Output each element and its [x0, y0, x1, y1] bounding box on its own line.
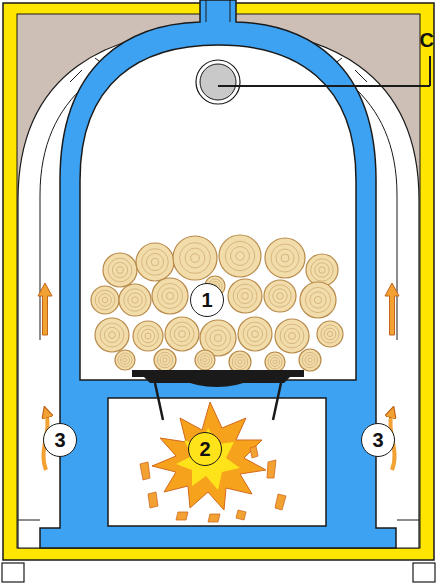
log: [228, 279, 262, 313]
log: [265, 352, 285, 372]
log: [136, 243, 174, 281]
log: [133, 321, 163, 351]
callout-circle: 2: [188, 432, 222, 466]
flame-core: [176, 428, 240, 490]
callout-number: 2: [199, 439, 210, 459]
log: [300, 282, 336, 318]
log: [229, 351, 251, 373]
callout-circle: 3: [361, 423, 395, 457]
log: [306, 254, 338, 286]
callout-number: 3: [372, 430, 383, 450]
log: [119, 284, 151, 316]
log: [173, 236, 217, 280]
log: [219, 235, 261, 277]
flame: [152, 402, 266, 510]
callout-circle: 1: [190, 283, 224, 317]
log: [317, 321, 343, 347]
chimney: [206, 0, 230, 22]
callout-letter: C: [420, 30, 434, 50]
nozzle: [176, 378, 258, 387]
log: [275, 319, 309, 353]
log: [265, 238, 305, 278]
log: [165, 317, 199, 351]
nozzle-wall: [155, 383, 281, 420]
callout-number: 3: [54, 430, 65, 450]
callout-number: 1: [201, 290, 212, 310]
combustion-chamber: [108, 398, 326, 526]
log: [95, 318, 129, 352]
log: [103, 253, 137, 287]
flow-arrow: [38, 283, 399, 335]
foot: [2, 563, 24, 582]
water-jacket: [40, 0, 396, 548]
log: [152, 278, 188, 314]
log: [115, 350, 135, 370]
fuel-chamber: [80, 45, 356, 380]
log: [238, 317, 272, 351]
log: [264, 280, 296, 312]
callout-circle: 3: [43, 423, 77, 457]
wood-logs: [91, 235, 343, 373]
log: [299, 349, 321, 371]
leader-line: [218, 56, 430, 86]
porthole: [200, 64, 236, 100]
log: [195, 350, 215, 370]
porthole: [196, 60, 240, 104]
foot: [413, 563, 435, 582]
log: [154, 349, 176, 371]
log: [91, 286, 119, 314]
